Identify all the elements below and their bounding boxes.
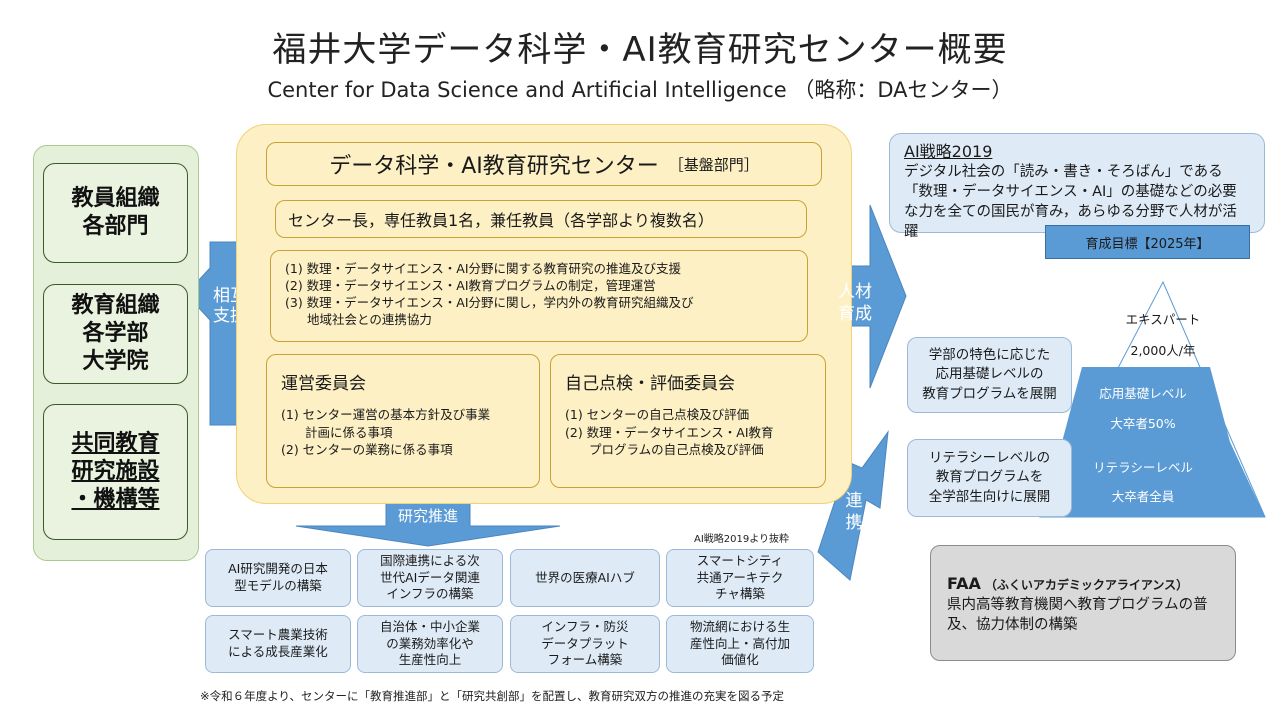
research-item-line: による成長産業化	[228, 644, 328, 659]
research-item-line: スマート農業技術	[228, 627, 328, 643]
org-line: 共同教育	[71, 430, 160, 456]
org-line: 大学院	[82, 349, 149, 375]
research-item: 物流網における生産性向上・高付加価値化	[666, 615, 814, 673]
evaluation-committee-box: 自己点検・評価委員会 (1) センターの自己点検及び評価 (2) 数理・データサ…	[550, 354, 826, 488]
ai-strategy-title: AI戦略2019	[904, 142, 993, 161]
footnote: ※令和６年度より、センターに「教育推進部」と「研究共創部」を配置し、教育研究双方…	[200, 689, 784, 703]
faa-text: 県内高等教育機関へ教育プログラムの普及、協力体制の構築	[947, 597, 1208, 634]
applied-program-box: 学部の特色に応じた応用基礎レベルの教育プログラムを展開	[907, 337, 1072, 413]
research-item-line: スマートシティ	[696, 552, 784, 568]
pyramid-literacy-label: リテラシーレベル	[1093, 460, 1193, 475]
research-item-line: 産性向上・高付加	[689, 635, 790, 651]
program-line: 教育プログラムを展開	[922, 385, 1057, 402]
faa-subtitle: （ふくいアカデミックアライアンス）	[984, 578, 1189, 592]
collaboration-label: 連携	[845, 491, 863, 534]
research-promotion-label: 研究推進	[397, 507, 458, 525]
duty-item: (2) 数理・データサイエンス・AI教育プログラムの制定，管理運営	[285, 277, 656, 293]
pyramid-expert-value: 2,000人/年	[1130, 343, 1196, 358]
duty-item: (1) 数理・データサイエンス・AI分野に関する教育研究の推進及び支援	[285, 261, 682, 276]
research-item-line: フォーム構築	[547, 652, 623, 668]
committee-item: プログラムの自己点検及び評価	[589, 442, 764, 457]
research-item-line: 型モデルの構築	[234, 578, 322, 593]
training-goal-badge: 育成目標【2025年】	[1045, 225, 1250, 259]
program-line: リテラシーレベルの	[928, 450, 1051, 467]
research-item-line: インフラ・防災	[541, 618, 629, 634]
research-item-line: 共通アーキテク	[696, 569, 784, 585]
research-item-line: の業務効率化や	[386, 635, 474, 651]
research-item-line: 世代AIデータ関連	[380, 569, 480, 585]
org-line: 研究施設	[71, 458, 160, 484]
org-line: 教員組織	[71, 185, 160, 211]
center-division: ［基盤部門］	[668, 155, 759, 174]
research-item-line: 自治体・中小企業	[379, 618, 480, 634]
research-item: 世界の医療AIハブ	[510, 549, 660, 607]
org-line: 教育組織	[71, 292, 160, 318]
research-item-line: 生産性向上	[398, 652, 462, 668]
pyramid-applied-label: 応用基礎レベル	[1099, 386, 1187, 401]
source-note: AI戦略2019より抜粋	[694, 534, 790, 545]
research-item: スマートシティ共通アーキテクチャ構築	[666, 549, 814, 607]
pyramid-bottom	[1040, 442, 1265, 517]
committee-item: (2) センターの業務に係る事項	[281, 442, 453, 457]
committee-item: (1) センターの自己点検及び評価	[565, 407, 750, 422]
committee-item: (2) 数理・データサイエンス・AI教育	[565, 424, 774, 440]
research-item-line: 価値化	[721, 652, 759, 668]
literacy-program-box: リテラシーレベルの教育プログラムを全学部生向けに展開	[907, 439, 1072, 517]
program-line: 教育プログラムを	[935, 469, 1044, 486]
committee-item: 計画に係る事項	[305, 424, 393, 440]
ai-strategy-box: AI戦略2019 デジタル社会の「読み・書き・そろばん」である「数理・データサイ…	[889, 133, 1265, 240]
education-organization-box: 教育組織 各学部 大学院	[43, 284, 188, 384]
org-line: 各学部	[82, 320, 149, 346]
org-line: 各部門	[82, 214, 149, 239]
research-item-line: 世界の医療AIハブ	[535, 569, 635, 585]
faa-box: FAA（ふくいアカデミックアライアンス） 県内高等教育機関へ教育プログラムの普及…	[930, 545, 1236, 661]
pyramid-literacy-value: 大卒者全員	[1111, 489, 1175, 504]
pyramid-middle	[1062, 367, 1230, 442]
page-subtitle: Center for Data Science and Artificial I…	[267, 78, 1013, 102]
center-duties-box: (1) 数理・データサイエンス・AI分野に関する教育研究の推進及び支援 (2) …	[270, 250, 808, 342]
research-item-line: チャ構築	[715, 586, 765, 602]
research-item-line: 国際連携による次	[380, 552, 480, 568]
research-item-line: 物流網における生	[689, 618, 790, 634]
center-staff-box: センター長，専任教員1名，兼任教員（各学部より複数名）	[275, 200, 807, 238]
research-item-line: データプラット	[541, 635, 629, 651]
pyramid-applied-value: 大卒者50%	[1110, 416, 1176, 431]
research-item: 国際連携による次世代AIデータ関連インフラの構築	[357, 549, 503, 607]
pyramid-outline	[1039, 280, 1266, 518]
faculty-organization-box: 教員組織 各部門	[43, 163, 188, 263]
research-item: 自治体・中小企業の業務効率化や生産性向上	[357, 615, 503, 673]
steering-committee-title: 運営委員会	[281, 374, 366, 394]
center-name-box: データ科学・AI教育研究センター ［基盤部門］	[266, 142, 822, 186]
program-line: 応用基礎レベルの	[935, 366, 1044, 383]
talent-label: 人材育成	[838, 282, 872, 325]
program-line: 全学部生向けに展開	[928, 488, 1051, 505]
page-title: 福井大学データ科学・AI教育研究センター概要	[272, 30, 1008, 70]
joint-facilities-box: 共同教育 研究施設 ・機構等	[43, 404, 188, 540]
steering-committee-box: 運営委員会 (1) センター運営の基本方針及び事業 計画に係る事項 (2) セン…	[266, 354, 540, 488]
pyramid-apex	[1134, 282, 1192, 336]
research-item: インフラ・防災データプラットフォーム構築	[510, 615, 660, 673]
org-line: ・機構等	[71, 487, 160, 513]
ai-strategy-text: デジタル社会の「読み・書き・そろばん」である「数理・データサイエンス・AI」の基…	[904, 164, 1237, 240]
evaluation-committee-title: 自己点検・評価委員会	[565, 374, 735, 394]
research-item-line: インフラの構築	[386, 586, 474, 602]
committee-item: (1) センター運営の基本方針及び事業	[281, 407, 491, 422]
faa-title: FAA	[947, 574, 981, 593]
research-item: スマート農業技術による成長産業化	[205, 615, 351, 673]
duty-item: 地域社会との連携協力	[307, 311, 432, 327]
pyramid-expert-label: エキスパート	[1125, 312, 1201, 327]
research-promotion-arrow	[295, 499, 561, 547]
duty-item: (3) 数理・データサイエンス・AI分野に関し，学内外の教育研究組織及び	[285, 294, 694, 310]
research-item: AI研究開発の日本型モデルの構築	[205, 549, 351, 607]
program-line: 学部の特色に応じた	[928, 347, 1051, 364]
center-name: データ科学・AI教育研究センター	[329, 154, 659, 179]
research-item-line: AI研究開発の日本	[228, 561, 328, 577]
